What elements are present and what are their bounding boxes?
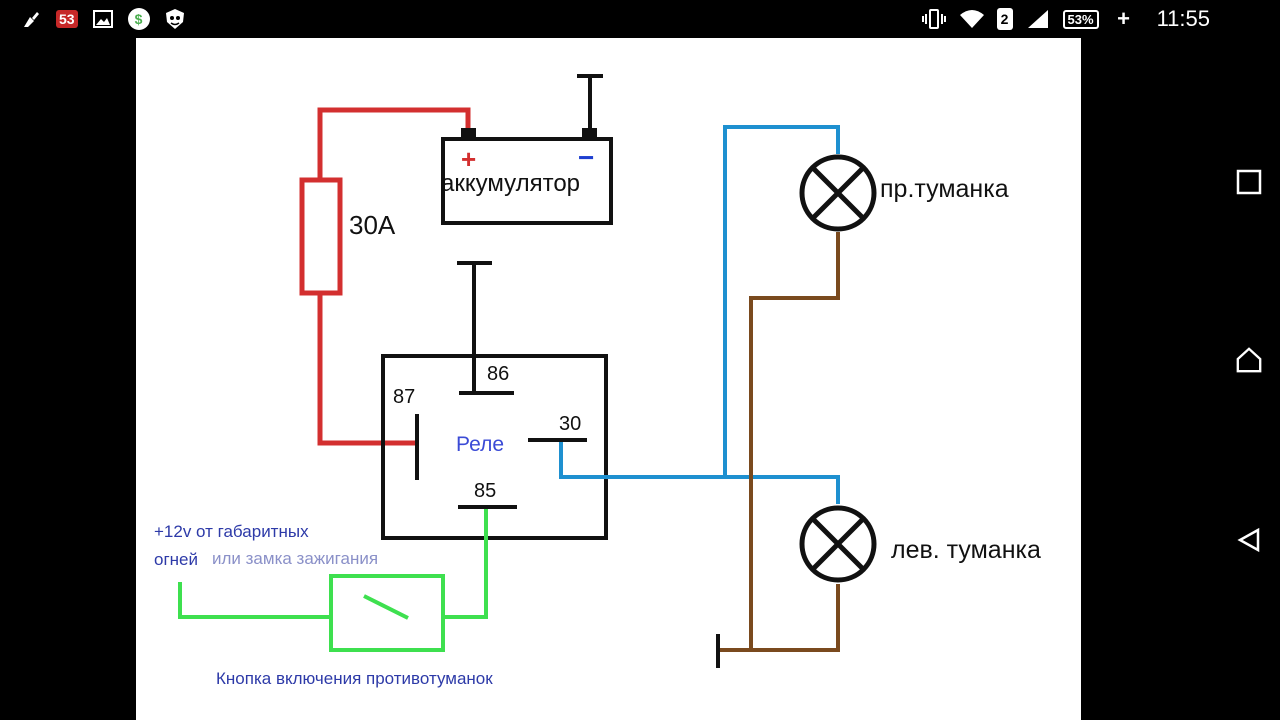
status-bar-left: 53 $ (18, 6, 188, 32)
pin-85-label: 85 (474, 480, 497, 502)
navigation-bar (1217, 38, 1280, 720)
lamp-left-label: лев. туманка (891, 536, 1041, 564)
lamp-right-label: пр.туманка (880, 175, 1009, 203)
battery-indicator: 53% (1062, 9, 1099, 29)
status-bar: 53 $ 2 53% + 11:55 (0, 0, 1280, 38)
lamp-right-symbol (799, 154, 877, 232)
battery-label: аккумулятор (441, 170, 581, 197)
battery-level: 53% (1067, 11, 1094, 27)
blue-wire (559, 125, 840, 504)
button-label: Кнопка включения противотуманок (216, 669, 493, 688)
fuse-symbol (299, 177, 343, 296)
relay-box (381, 354, 608, 540)
back-triangle-icon[interactable] (1235, 526, 1263, 554)
wifi-icon (959, 6, 985, 32)
dollar-app-icon: $ (127, 8, 150, 30)
charging-plus-icon: + (1117, 6, 1130, 31)
battery-minus-label: − (578, 142, 595, 173)
home-icon[interactable] (1235, 346, 1263, 374)
diagram-canvas: + − аккумулятор 30А 86 87 Реле 30 85 пр.… (136, 38, 1081, 720)
pin-87-label: 87 (393, 386, 416, 408)
switch-button-symbol (329, 574, 445, 652)
battery-ground-symbol (577, 74, 603, 128)
status-bar-right: 2 53% + 11:55 (921, 6, 1210, 32)
mascot-app-icon (162, 6, 188, 32)
vibrate-icon (921, 6, 947, 32)
pin-86-label: 86 (487, 363, 510, 385)
sim-slot-badge: 2 (996, 8, 1013, 30)
battery-plus-label: + (461, 144, 477, 174)
source-label-line2b: или замка зажигания (212, 549, 379, 568)
lamp-left-symbol (799, 505, 877, 583)
recents-square-icon[interactable] (1235, 168, 1263, 196)
signal-icon (1025, 6, 1051, 32)
clock: 11:55 (1156, 6, 1210, 31)
battery-symbol (441, 128, 613, 225)
green-wire (178, 509, 488, 619)
source-label-line1: +12v от габаритных (154, 522, 309, 541)
notification-count-badge: 53 (56, 10, 78, 28)
relay-label: Реле (456, 433, 504, 456)
cleaner-icon (18, 6, 44, 32)
fuse-label: 30А (349, 210, 396, 240)
relay-pin-86-ground (457, 261, 514, 395)
source-label-line2: огней (154, 550, 198, 569)
image-icon (90, 6, 116, 32)
brown-wire (719, 232, 840, 652)
wiring-diagram-svg (178, 74, 877, 668)
pin-30-label: 30 (559, 413, 582, 435)
